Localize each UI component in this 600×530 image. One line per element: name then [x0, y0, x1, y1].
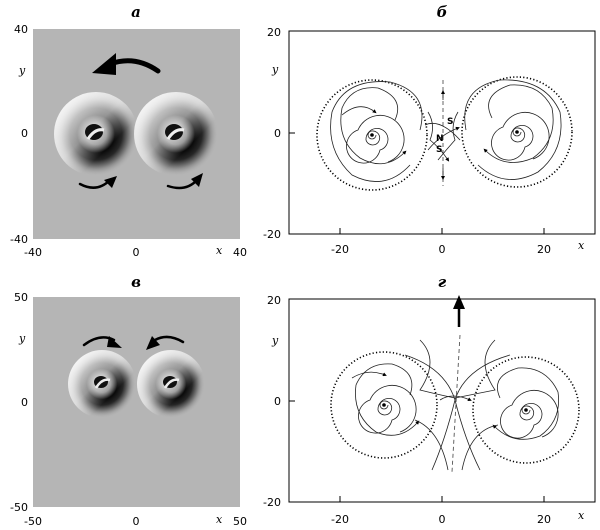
ylabel-d: y	[271, 334, 279, 347]
spiral-right-d	[500, 389, 559, 439]
panel-label-a: а	[131, 3, 141, 21]
ytick-d-mid: 0	[274, 395, 281, 408]
panel-label-c: в	[131, 273, 141, 291]
xtick-c-right: 50	[233, 515, 247, 528]
ytick-b-top: 20	[267, 26, 281, 39]
ytick-c-mid: 0	[21, 396, 28, 409]
spiral-left-b	[346, 114, 405, 164]
separatrix-circle-left-d	[330, 351, 438, 459]
node-point-b: N	[436, 134, 444, 144]
saddle-point-bottom-b: S	[436, 145, 442, 155]
separatrix-circle-left-b	[316, 79, 428, 191]
xtick-b-left: -20	[331, 243, 349, 256]
vortex-left-a	[54, 92, 138, 176]
ytick-a-bottom: -40	[10, 233, 28, 246]
xtick-d-mid: 0	[439, 513, 446, 526]
field-background-c	[33, 297, 240, 507]
spiral-right-b	[491, 111, 550, 161]
xtick-d-right: 20	[537, 513, 551, 526]
panel-label-b: б	[437, 3, 448, 21]
ytick-a-top: 40	[14, 23, 28, 36]
xlabel-d: x	[578, 509, 585, 522]
xtick-b-mid: 0	[439, 243, 446, 256]
rotation-arrowhead	[92, 53, 116, 75]
separatrix-circle-right-b	[461, 76, 573, 188]
xtick-b-right: 20	[537, 243, 551, 256]
xtick-c-mid: 0	[133, 515, 140, 528]
ytick-c-top: 50	[14, 291, 28, 304]
ytick-b-bottom: -20	[263, 228, 281, 241]
xtick-a-right: 40	[233, 246, 247, 259]
xtick-c-left: -50	[24, 515, 42, 528]
plot-frame-d	[288, 298, 596, 503]
xlabel-a: x	[216, 244, 223, 257]
ylabel-c: y	[18, 332, 26, 345]
xtick-d-left: -20	[331, 513, 349, 526]
ytick-c-bottom: -50	[10, 501, 28, 514]
saddle-point-top-b: S	[447, 117, 453, 127]
xtick-a-mid: 0	[133, 246, 140, 259]
ytick-d-top: 20	[267, 294, 281, 307]
vortex-right-a	[134, 92, 218, 176]
panel-d: г 20 0 -20 -20 0 20 y x	[263, 273, 596, 526]
ylabel-a: y	[18, 64, 26, 77]
symmetry-axis-d	[451, 334, 461, 473]
ylabel-b: y	[271, 63, 279, 76]
panel-b: б S N S 20 0 -20 -20 0 20 y	[263, 3, 596, 256]
panel-label-d: г	[438, 273, 447, 291]
rotation-arrow-right-c	[153, 335, 185, 344]
vortex-left-c	[68, 350, 136, 418]
xtick-a-left: -40	[24, 246, 42, 259]
spiral-left-d	[358, 384, 417, 434]
vortex-right-c	[137, 350, 205, 418]
panel-c: в 50 0 -50 -50 0 50 y x	[10, 273, 247, 528]
ytick-b-mid: 0	[274, 127, 281, 140]
panel-a: а 40 0 -40 -40 0 40 y x	[10, 3, 247, 259]
separatrix-circle-right-d	[472, 356, 580, 464]
ytick-d-bottom: -20	[263, 496, 281, 509]
xlabel-b: x	[578, 239, 585, 252]
xlabel-c: x	[216, 513, 223, 526]
ytick-a-mid: 0	[21, 127, 28, 140]
